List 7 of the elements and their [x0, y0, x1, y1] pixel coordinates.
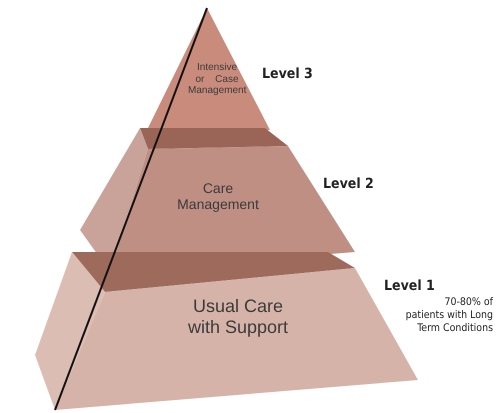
- tier-label: Usual Care with Support: [186, 296, 290, 338]
- level-label: Level 1: [384, 278, 435, 294]
- tier-label: Intensive or Case Management: [188, 62, 246, 96]
- level-label: Level 2: [323, 176, 374, 192]
- level-description: 70-80% of patients with Long Term Conditions: [405, 296, 493, 336]
- tier-label: Care Management: [176, 180, 260, 212]
- level-label: Level 3: [262, 66, 313, 82]
